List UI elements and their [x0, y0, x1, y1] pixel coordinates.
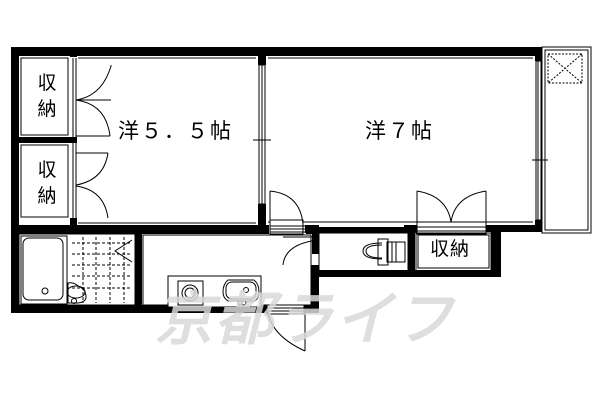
closet-outline [20, 57, 69, 136]
closet-label-upper: 収 納 [35, 70, 59, 122]
watermark: 京都ライフ [155, 285, 456, 353]
outer-walls [11, 47, 542, 313]
closet-label-lower-line1: 収 [37, 159, 57, 181]
toilet-icon [362, 238, 406, 266]
ventilation-icon [547, 53, 583, 84]
closet-label-lower-line2: 納 [37, 185, 57, 207]
room-label-7: 洋７帖 [365, 119, 434, 143]
door-hall-top [269, 219, 304, 235]
closet-label-upper-line1: 収 [37, 72, 57, 94]
balcony [541, 46, 592, 234]
closet-label-lower: 収 納 [35, 157, 59, 209]
closet-label-upper-line2: 納 [37, 98, 57, 120]
closet-right-doors [416, 190, 487, 235]
shower-floor-tiles [72, 237, 132, 303]
closet-label-right: 収納 [430, 238, 471, 260]
room-label-5-5: 洋５．５帖 [118, 119, 233, 143]
